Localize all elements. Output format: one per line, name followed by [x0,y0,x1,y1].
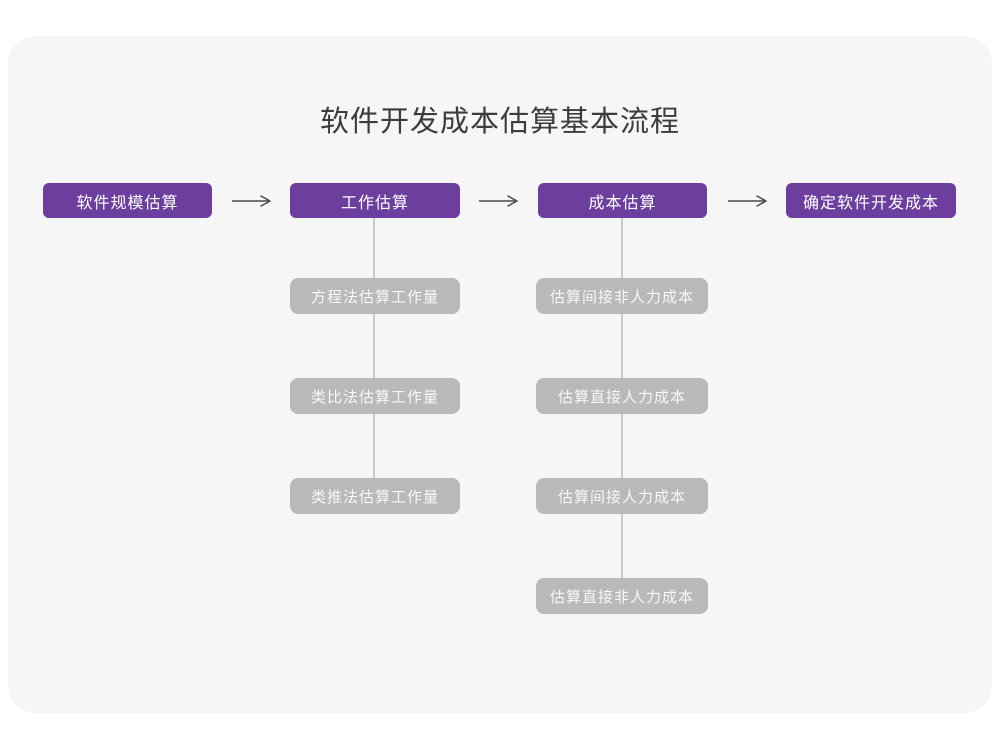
flow-step-label: 软件规模估算 [76,194,179,212]
sub-step-label: 估算间接人力成本 [557,488,686,506]
sub-step-label: 估算直接非人力成本 [549,588,694,606]
sub-step-equation-method: 方程法估算工作量 [290,278,460,314]
sub-step-label: 方程法估算工作量 [310,288,439,306]
sub-step-label: 估算直接人力成本 [557,388,686,406]
flow-step-determine-development-cost: 确定软件开发成本 [786,183,956,218]
flow-step-label: 成本估算 [588,194,657,212]
right-arrow-icon [232,195,271,207]
sub-step-label: 估算间接非人力成本 [549,288,694,306]
sub-step-label: 类比法估算工作量 [310,388,439,406]
sub-step-indirect-labor-cost: 估算间接人力成本 [536,478,708,514]
connector-line-work-estimation [373,217,375,496]
sub-step-direct-nonlabor-cost: 估算直接非人力成本 [536,578,708,614]
sub-step-label: 类推法估算工作量 [310,488,439,506]
flow-step-label: 工作估算 [340,194,409,212]
sub-step-analogy-method: 类比法估算工作量 [290,378,460,414]
flow-step-cost-estimation: 成本估算 [538,183,707,218]
page-title: 软件开发成本估算基本流程 [319,106,680,138]
sub-step-indirect-nonlabor-cost: 估算间接非人力成本 [536,278,708,314]
right-arrow-icon [728,195,767,207]
flow-step-software-scale-estimation: 软件规模估算 [43,183,212,218]
sub-step-extrapolation-method: 类推法估算工作量 [290,478,460,514]
flowchart-card: 软件开发成本估算基本流程 软件规模估算 工作估算 成本估算 确定软件开发成本 方… [8,36,992,713]
right-arrow-icon [479,195,518,207]
flow-step-label: 确定软件开发成本 [802,194,939,212]
flow-step-work-estimation: 工作估算 [290,183,460,218]
sub-step-direct-labor-cost: 估算直接人力成本 [536,378,708,414]
